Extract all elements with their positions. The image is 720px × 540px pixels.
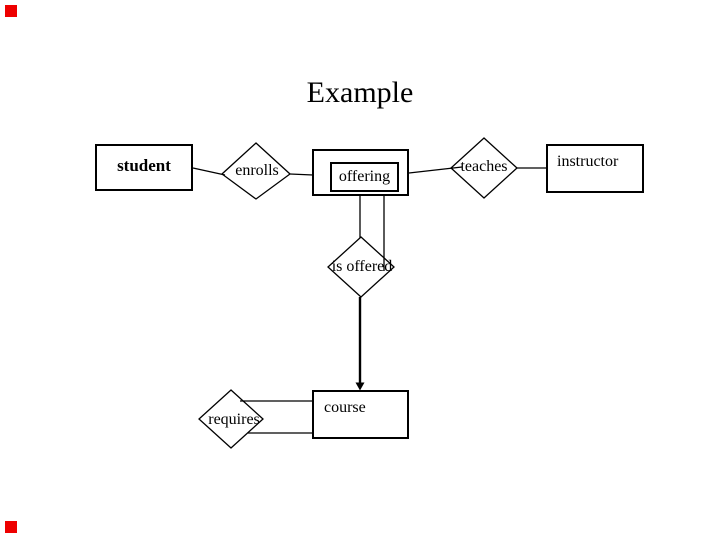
entity-offering-label: offering (338, 168, 391, 185)
entity-instructor (546, 144, 644, 193)
entity-student-label: student (117, 155, 171, 175)
entity-course-label: course (324, 399, 366, 416)
entity-offering-inner-box (330, 162, 399, 192)
entity-student: student (95, 144, 193, 191)
entity-instructor-label: instructor (557, 153, 619, 170)
slide-title: Example (306, 76, 414, 109)
red-corner-marker-bottom-left (5, 521, 17, 533)
relationship-enrolls-label: enrolls (235, 162, 279, 179)
relationship-teaches-label: teaches (460, 158, 508, 175)
entity-course (312, 390, 409, 439)
red-corner-marker-top-left (5, 5, 17, 17)
relationship-is-offered-label: is offered (331, 258, 393, 275)
relationship-requires-label: requires (208, 411, 260, 428)
